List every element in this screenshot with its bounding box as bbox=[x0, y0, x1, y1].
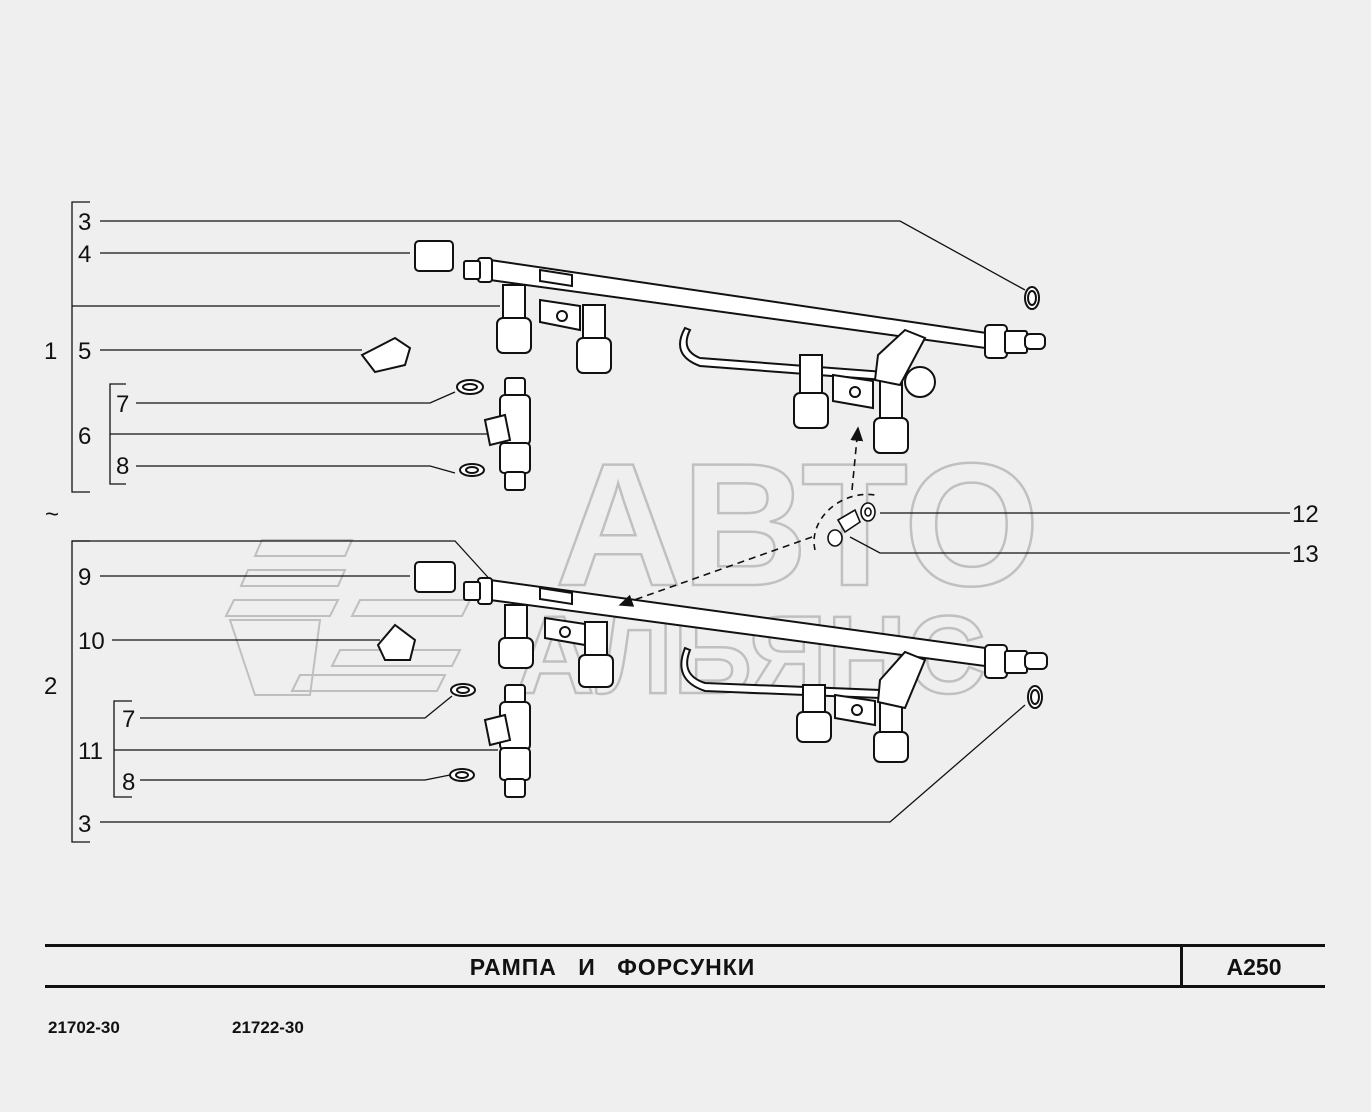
watermark-logo bbox=[224, 539, 472, 696]
page-title: РАМПА И ФОРСУНКИ bbox=[469, 954, 756, 980]
title-divider bbox=[1180, 947, 1183, 985]
callout-numbers: 3 4 1 5 7 6 8 ~ 9 10 2 7 11 8 3 12 13 bbox=[44, 209, 1319, 838]
lower-injector bbox=[449, 683, 531, 798]
callout-8-bottom: 8 bbox=[122, 769, 135, 796]
upper-injector bbox=[456, 377, 531, 491]
callout-2: 2 bbox=[44, 673, 57, 700]
model-code-2: 21722-30 bbox=[232, 1018, 304, 1037]
callout-4: 4 bbox=[78, 241, 91, 268]
upper-group-leaders bbox=[71, 201, 1026, 493]
upper-fuel-rail bbox=[414, 240, 1046, 454]
lower-clip bbox=[376, 623, 417, 661]
callout-7-bottom: 7 bbox=[122, 706, 135, 733]
bolt-detail bbox=[618, 426, 876, 607]
title-block: РАМПА И ФОРСУНКИ A250 bbox=[45, 944, 1325, 988]
callout-9: 9 bbox=[78, 564, 91, 591]
lower-group-leaders bbox=[71, 512, 1290, 843]
callout-1: 1 bbox=[44, 338, 57, 365]
upper-clip bbox=[360, 336, 412, 374]
callout-8-top: 8 bbox=[116, 453, 129, 480]
callout-6: 6 bbox=[78, 423, 91, 450]
callout-3-bottom: 3 bbox=[78, 811, 91, 838]
callout-11: 11 bbox=[78, 738, 103, 765]
callout-12: 12 bbox=[1292, 501, 1319, 528]
callout-5: 5 bbox=[78, 338, 91, 365]
fuel-rail-diagram: АВТО АЛЬЯНС bbox=[44, 201, 1319, 843]
callout-7-top: 7 bbox=[116, 391, 129, 418]
callout-3-top: 3 bbox=[78, 209, 91, 236]
callout-10: 10 bbox=[78, 628, 105, 655]
catalog-code: A250 bbox=[1226, 954, 1282, 980]
model-code-1: 21702-30 bbox=[48, 1018, 120, 1037]
callout-tilde: ~ bbox=[45, 501, 59, 528]
watermark-line1: АВТО bbox=[555, 428, 1040, 623]
lower-fuel-rail bbox=[414, 561, 1048, 763]
callout-13: 13 bbox=[1292, 541, 1319, 568]
